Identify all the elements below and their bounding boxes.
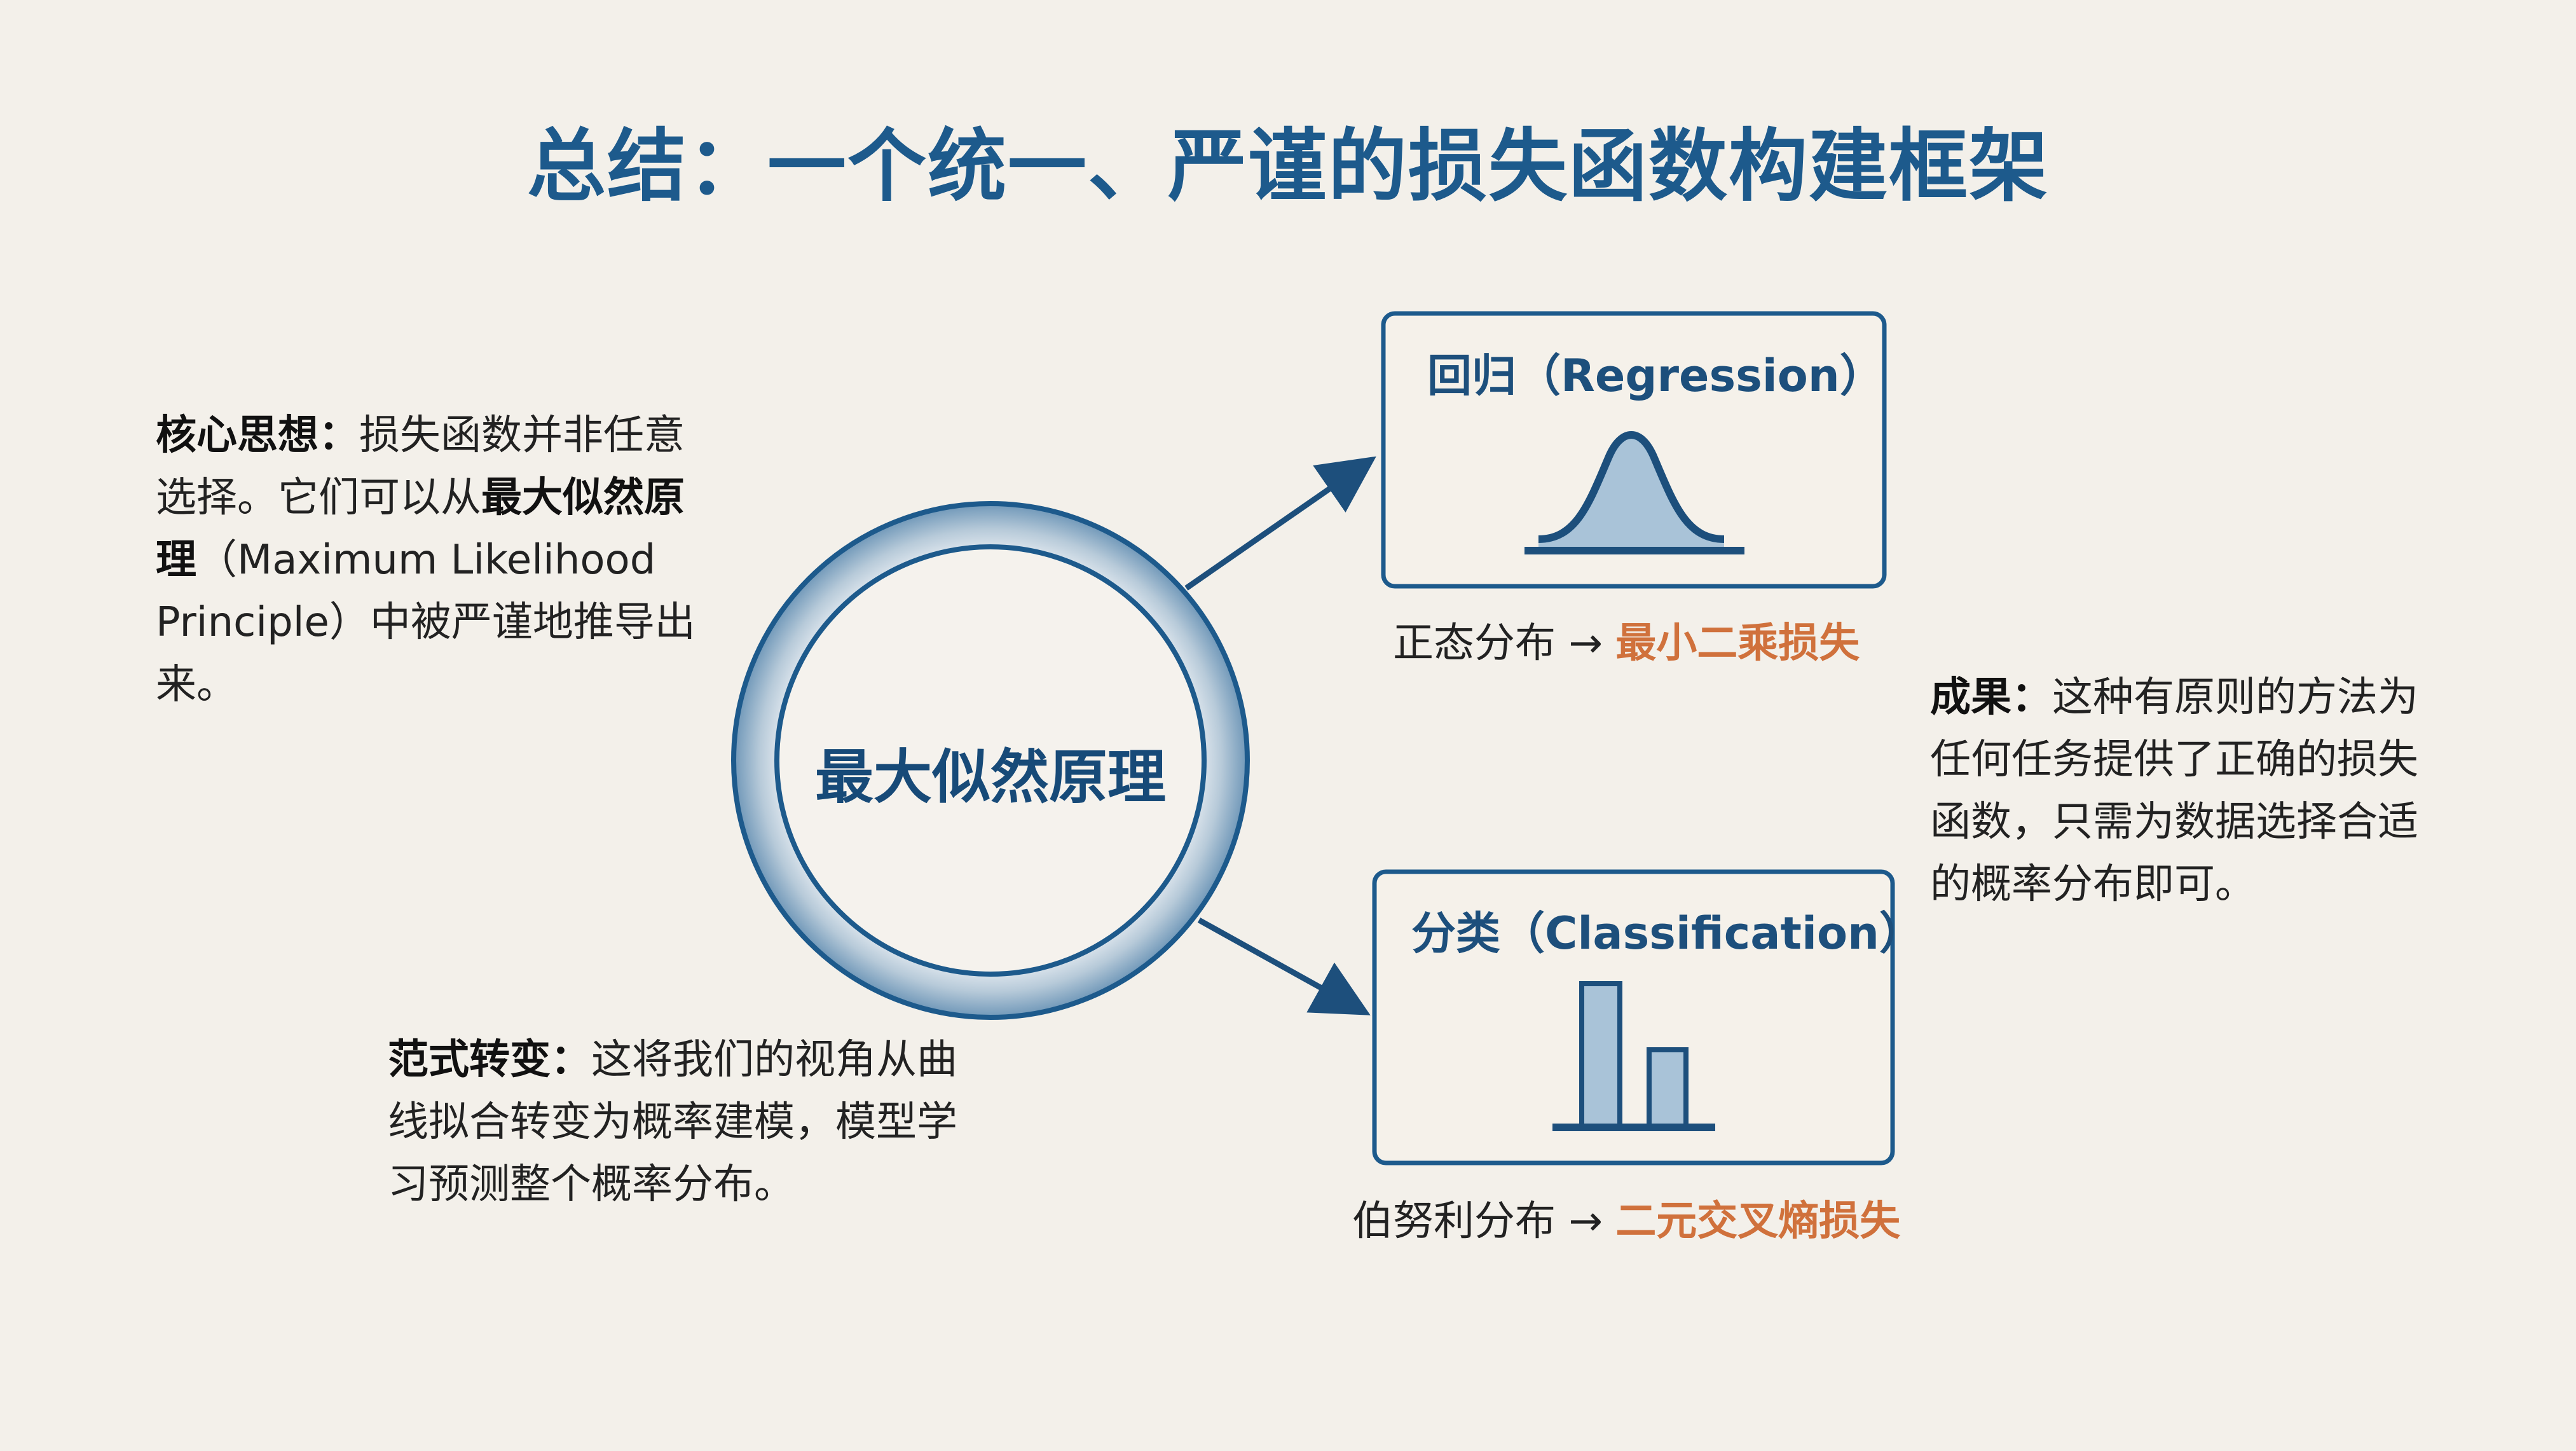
regression-title: 回归（Regression）	[1427, 350, 1884, 402]
core-idea-body: 损失函数并非任意选择。它们可以从	[156, 412, 685, 521]
center-circle	[731, 501, 1250, 1020]
bar-chart-icon	[1552, 981, 1715, 1131]
result-label: 成果：	[1930, 674, 2052, 721]
caption-to: 最小二乘损失	[1615, 620, 1860, 667]
center-label: 最大似然原理	[814, 743, 1166, 811]
core-idea-bold: 最大似然原理	[156, 474, 685, 584]
classification-caption: 伯努利分布 → 二元交叉熵损失	[1352, 1188, 1900, 1247]
paradigm-body: 这将我们的视角从曲线拟合转变为概率建模，模型学习预测整个概率分布。	[388, 1036, 957, 1208]
caption-from: 伯努利分布 →	[1352, 1198, 1603, 1245]
arrow-to-classification	[1197, 918, 1371, 1015]
classification-title: 分类（Classification）	[1411, 907, 1924, 959]
paradigm-shift-text: 范式转变：这将我们的视角从曲线拟合转变为概率建模，模型学习预测整个概率分布。	[388, 1029, 960, 1216]
result-text: 成果：这种有原则的方法为任何任务提供了正确的损失函数，只需为数据选择合适的概率分…	[1930, 666, 2439, 916]
bell-curve-icon	[1524, 431, 1744, 554]
page-title: 总结：一个统一、严谨的损失函数构建框架	[526, 121, 2049, 212]
caption-from: 正态分布 →	[1393, 620, 1603, 667]
classification-box	[1372, 869, 1895, 1166]
result-body: 这种有原则的方法为任何任务提供了正确的损失函数，只需为数据选择合适的概率分布即可…	[1930, 674, 2418, 908]
core-idea-label: 核心思想：	[156, 412, 359, 459]
arrow-to-regression	[1184, 456, 1376, 591]
core-idea-body-2: （Maximum Likelihood Principle）中被严谨地推导出来。	[156, 537, 695, 708]
regression-caption: 正态分布 → 最小二乘损失	[1393, 610, 1860, 669]
caption-to: 二元交叉熵损失	[1615, 1198, 1901, 1245]
core-idea-text: 核心思想：损失函数并非任意选择。它们可以从最大似然原理（Maximum Like…	[156, 404, 715, 716]
paradigm-label: 范式转变：	[388, 1036, 591, 1083]
